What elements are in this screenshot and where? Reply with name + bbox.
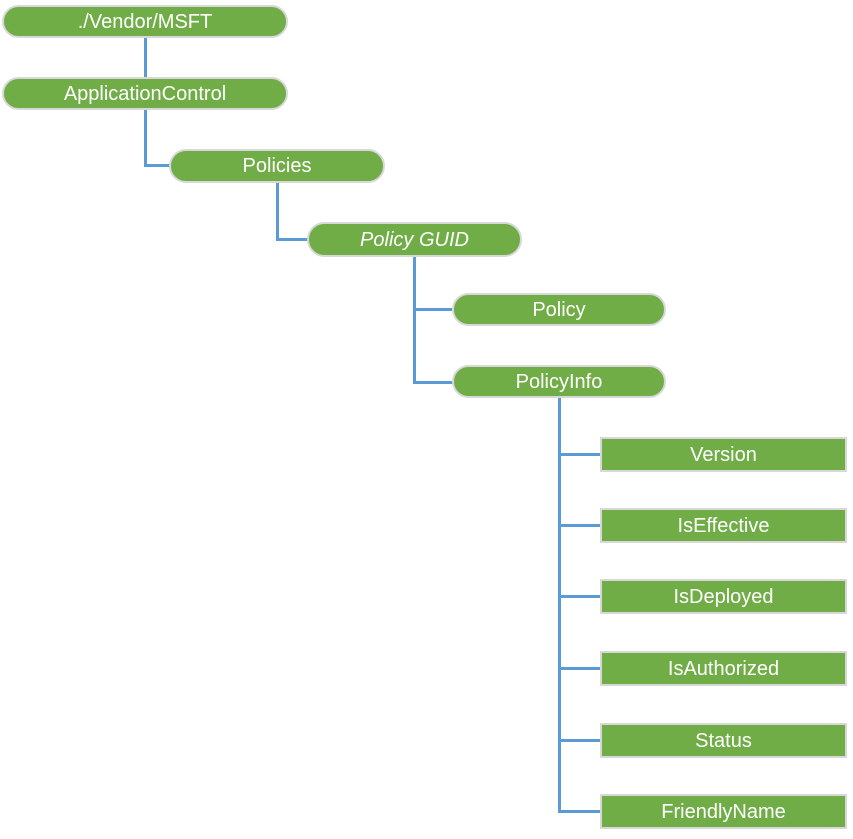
node-is-effective: IsEffective <box>600 508 847 543</box>
node-policies-label: Policies <box>242 155 312 177</box>
connector-policyinfo-to-status <box>558 739 602 742</box>
node-status: Status <box>600 723 847 758</box>
node-vendor-msft-label: ./Vendor/MSFT <box>77 10 213 33</box>
node-friendly-name: FriendlyName <box>600 794 847 829</box>
connector-applicationcontrol-to-policies-vertical <box>144 110 147 167</box>
node-is-deployed: IsDeployed <box>600 579 847 614</box>
node-status-label: Status <box>695 729 752 752</box>
node-policy-guid: Policy GUID <box>307 222 522 257</box>
connector-policyinfo-to-isdeployed <box>558 595 602 598</box>
connector-policies-to-policyguid-horizontal <box>276 238 309 241</box>
connector-vendormsft-to-applicationcontrol <box>144 38 147 77</box>
connector-policyguid-to-policyinfo <box>413 381 454 384</box>
node-policy: Policy <box>452 293 666 326</box>
node-version-label: Version <box>690 443 757 466</box>
node-application-control: ApplicationControl <box>2 77 288 110</box>
node-is-authorized: IsAuthorized <box>600 651 847 686</box>
connector-policyguid-trunk <box>413 257 416 384</box>
node-policy-guid-label: Policy GUID <box>360 228 469 251</box>
node-friendly-name-label: FriendlyName <box>661 800 786 823</box>
node-vendor-msft: ./Vendor/MSFT <box>2 5 288 38</box>
node-application-control-label: ApplicationControl <box>63 82 227 105</box>
node-is-effective-label: IsEffective <box>677 514 770 537</box>
node-policy-info-label: PolicyInfo <box>515 370 603 393</box>
connector-applicationcontrol-to-policies-horizontal <box>144 164 171 167</box>
node-version: Version <box>600 437 847 472</box>
connector-policyinfo-trunk <box>558 398 561 813</box>
node-policies: Policies <box>169 149 385 183</box>
connector-policyinfo-to-iseffective <box>558 524 602 527</box>
connector-policyinfo-to-isauthorized <box>558 667 602 670</box>
node-policy-info: PolicyInfo <box>452 365 666 398</box>
connector-policies-to-policyguid-vertical <box>276 183 279 241</box>
node-is-deployed-label: IsDeployed <box>673 585 774 608</box>
node-is-authorized-label: IsAuthorized <box>667 657 780 680</box>
node-policy-label: Policy <box>532 298 586 321</box>
connector-policyinfo-to-version <box>558 453 602 456</box>
connector-policyinfo-to-friendlyname <box>558 810 602 813</box>
connector-policyguid-to-policy <box>413 308 454 311</box>
